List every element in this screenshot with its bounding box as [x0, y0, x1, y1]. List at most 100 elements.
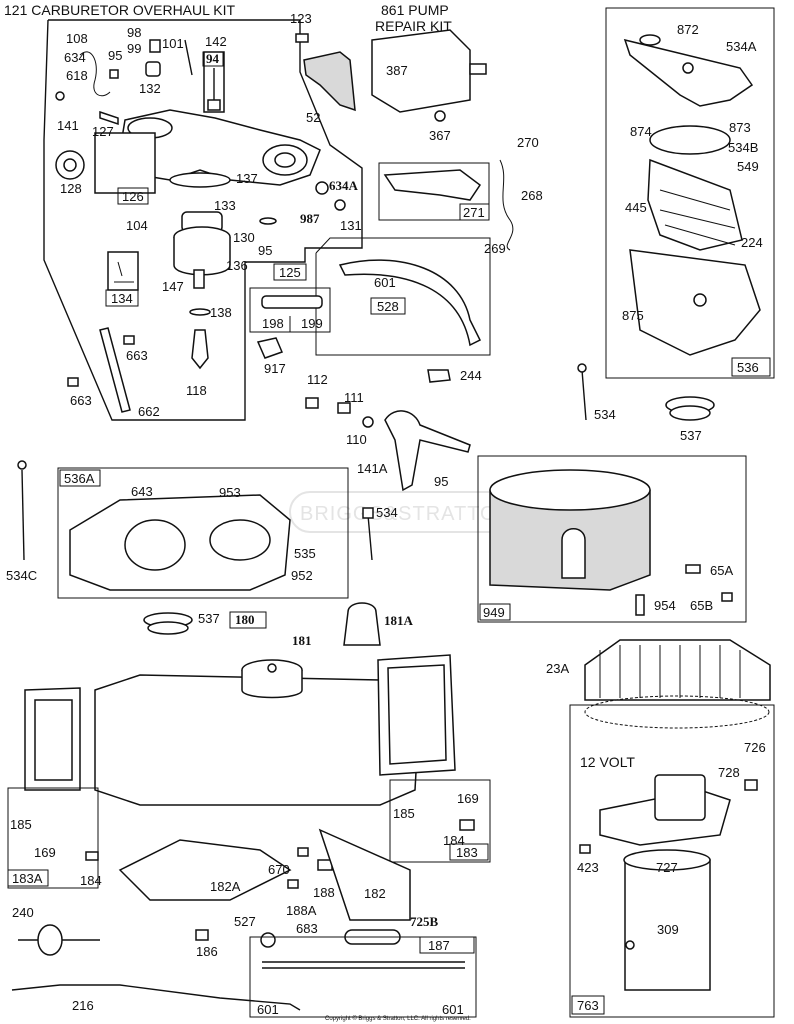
part-label-l112: 112 [307, 372, 328, 387]
part-label-l187: 187 [428, 938, 450, 953]
part-label-l601c: 601 [442, 1002, 464, 1017]
part-label-l99: 99 [127, 41, 141, 56]
part-label-l663a: 663 [126, 348, 148, 363]
part-label-l65A: 65A [710, 563, 733, 578]
part-label-l954: 954 [654, 598, 676, 613]
part-label-l98: 98 [127, 25, 141, 40]
part-label-l445: 445 [625, 200, 647, 215]
part-label-l534C: 534C [6, 568, 37, 583]
part-label-l534: 534 [594, 407, 616, 422]
part-label-l535: 535 [294, 546, 316, 561]
part-label-l917: 917 [264, 361, 286, 376]
part-label-pump_kit_2: REPAIR KIT [375, 18, 452, 34]
part-label-l270: 270 [517, 135, 539, 150]
part-label-l182A: 182A [210, 879, 241, 894]
part-label-l169b: 169 [457, 791, 479, 806]
part-label-l601b: 601 [257, 1002, 279, 1017]
part-label-l180: 180 [235, 612, 255, 627]
part-label-l123: 123 [290, 11, 312, 26]
part-label-l169a: 169 [34, 845, 56, 860]
part-label-l949: 949 [483, 605, 505, 620]
part-label-l874: 874 [630, 124, 652, 139]
part-label-l528: 528 [377, 299, 399, 314]
part-label-carb_kit: 121 CARBURETOR OVERHAUL KIT [4, 2, 236, 18]
part-label-l643: 643 [131, 484, 153, 499]
part-label-l52: 52 [306, 110, 320, 125]
part-label-l534b: 534 [376, 505, 398, 520]
part-label-l198: 198 [262, 316, 284, 331]
part-label-l875: 875 [622, 308, 644, 323]
part-label-l141: 141 [57, 118, 79, 133]
part-label-pump_kit_1: 861 PUMP [381, 2, 449, 18]
carburetor-group: 121 CARBURETOR OVERHAUL KIT [4, 2, 363, 421]
part-label-l126: 126 [122, 189, 144, 204]
part-label-l181A: 181A [384, 613, 414, 628]
part-label-l104: 104 [126, 218, 148, 233]
part-label-l224: 224 [741, 235, 763, 250]
part-label-l269: 269 [484, 241, 506, 256]
part-label-l101: 101 [162, 36, 184, 51]
part-label-l872: 872 [677, 22, 699, 37]
part-label-l188A: 188A [286, 903, 317, 918]
part-label-l94: 94 [206, 51, 220, 66]
part-label-l601a: 601 [374, 275, 396, 290]
part-label-l127: 127 [92, 124, 114, 139]
part-label-l183A: 183A [12, 871, 43, 886]
part-label-l134: 134 [111, 291, 133, 306]
part-label-l118: 118 [186, 383, 207, 398]
part-label-l147: 147 [162, 279, 184, 294]
part-label-l763: 763 [577, 998, 599, 1013]
brand-watermark: BRIGGS&STRATTON [289, 491, 512, 533]
part-label-l727: 727 [656, 860, 678, 875]
part-label-l95a: 95 [108, 48, 122, 63]
part-label-l65B: 65B [690, 598, 713, 613]
part-label-l138: 138 [210, 305, 232, 320]
air-cleaner-group: 872 534A 874 873 534B 549 445 224 875 53… [577, 7, 775, 443]
blower-housing-group: 65A 954 65B 949 [477, 455, 747, 623]
part-label-l132: 132 [139, 81, 161, 96]
part-label-l136: 136 [226, 258, 248, 273]
part-label-l536A: 536A [64, 471, 95, 486]
part-label-l683: 683 [296, 921, 318, 936]
part-label-l387: 387 [386, 63, 408, 78]
part-label-l182: 182 [364, 886, 386, 901]
fuel-pump-group: 123 52 861 PUMP REPAIR KIT 387 367 271 2… [249, 2, 543, 492]
part-label-l95c: 95 [434, 474, 448, 489]
copyright-note: Copyright © Briggs & Stratton, LLC. All … [325, 1015, 471, 1022]
part-label-l186: 186 [196, 944, 218, 959]
part-label-l181: 181 [292, 633, 312, 648]
part-label-l108: 108 [66, 31, 88, 46]
part-label-l199: 199 [301, 316, 323, 331]
part-label-l216: 216 [72, 998, 94, 1013]
part-label-l142: 142 [205, 34, 227, 49]
part-label-l110: 110 [346, 432, 367, 447]
part-label-l244: 244 [460, 368, 482, 383]
part-label-l987: 987 [300, 211, 320, 226]
part-label-l873: 873 [729, 120, 751, 135]
part-label-l185a: 185 [10, 817, 32, 832]
part-label-l725B: 725B [410, 914, 439, 929]
part-label-l534B: 534B [728, 140, 758, 155]
part-label-l953: 953 [219, 485, 241, 500]
part-label-l133: 133 [214, 198, 236, 213]
part-label-l188: 188 [313, 885, 335, 900]
part-label-l537b: 537 [198, 611, 220, 626]
part-label-watermark: BRIGGS&STRATTON [300, 503, 512, 525]
part-label-l527: 527 [234, 914, 256, 929]
part-label-l111: 111 [344, 390, 364, 405]
part-label-l618: 618 [66, 68, 88, 83]
part-label-l271: 271 [463, 205, 485, 220]
part-label-l131: 131 [340, 218, 362, 233]
part-label-l536: 536 [737, 360, 759, 375]
part-label-l634: 634 [64, 50, 86, 65]
part-label-l183: 183 [456, 845, 478, 860]
part-label-volt: 12 VOLT [580, 754, 635, 770]
part-label-l240: 240 [12, 905, 34, 920]
part-label-l23A: 23A [546, 661, 569, 676]
part-label-l952: 952 [291, 568, 313, 583]
part-label-l549: 549 [737, 159, 759, 174]
part-label-l268: 268 [521, 188, 543, 203]
part-label-l662: 662 [138, 404, 160, 419]
fuel-tank-group: 180 181 181A 183A 185 169 184 183 185 16… [7, 602, 491, 1018]
